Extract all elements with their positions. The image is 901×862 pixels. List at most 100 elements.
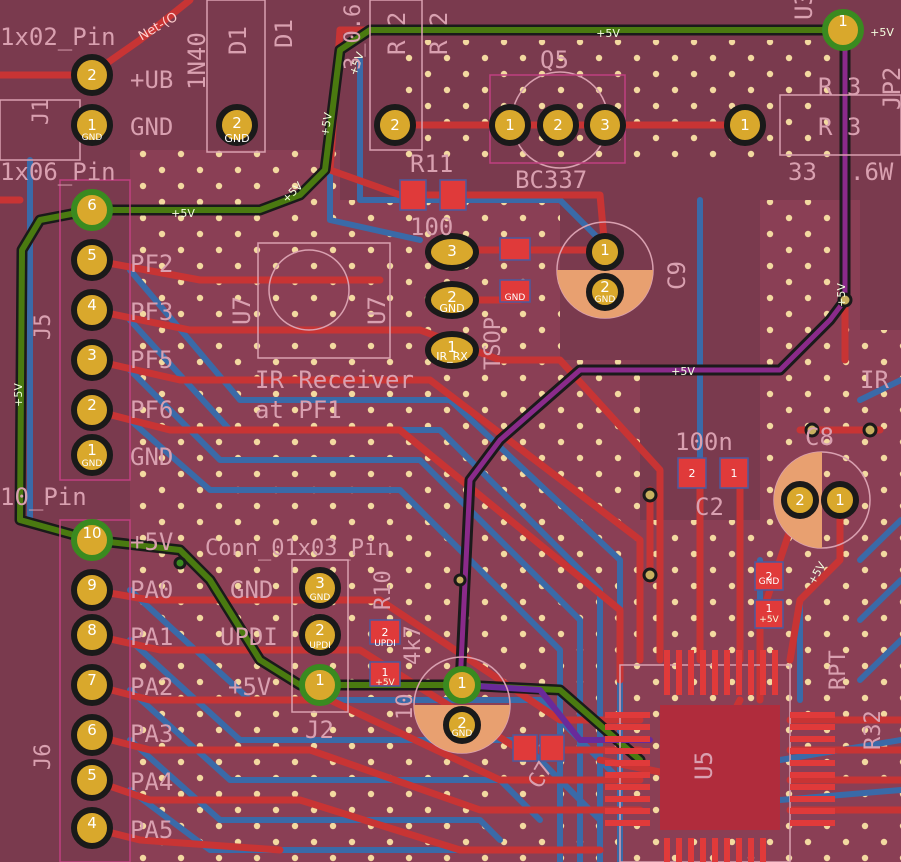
label-updi: UPDI	[220, 623, 278, 651]
label-r2-b: R 2	[425, 12, 453, 55]
label-j6-pin4: 4	[87, 814, 97, 832]
label-plus5v-b: +5V	[228, 673, 271, 701]
label-res-val-top: 3_0.6	[341, 4, 366, 70]
label-d1-a: D1	[224, 26, 252, 55]
label-res-6w: .6W	[850, 158, 894, 186]
label-r3-a: R 3	[818, 73, 861, 101]
label-r10-pin2: 2	[382, 626, 389, 639]
label-pa3: PA3	[130, 720, 173, 748]
label-val-100-a: 100	[410, 213, 453, 241]
label-r10: R10	[371, 570, 396, 610]
label-j5-pin3: 3	[87, 346, 97, 364]
label-c9-pin2: 2	[600, 278, 610, 296]
label-ir-receiver: IR Receiver	[255, 366, 414, 394]
label-tsop: TSOP	[481, 317, 506, 370]
label-d1-pin2: 2	[232, 114, 242, 132]
label-j6-pin9: 9	[87, 576, 97, 594]
label-r10-pin1: 1	[382, 666, 389, 679]
label-rpt-partial: RPT	[826, 650, 851, 690]
tht-pads	[71, 9, 864, 849]
label-gnd: GND	[224, 132, 249, 145]
smd-pads	[369, 179, 784, 762]
label-gnd: GND	[452, 729, 473, 739]
label-plus5v: +5V	[671, 365, 695, 378]
label-ir: IR	[860, 366, 889, 394]
label-j5-pin1: 1	[87, 441, 97, 459]
label-pf3: PF3	[130, 298, 173, 326]
label-updi: UPDI	[374, 639, 396, 649]
label-ir-rx: IR_RX	[436, 350, 468, 363]
label-plus5v: +5V	[835, 283, 848, 307]
label-u7-pin3: 3	[447, 242, 457, 260]
label-pa0: PA0	[130, 576, 173, 604]
label-u7-pin1: 1	[447, 338, 457, 356]
pad-numbers: 2 1 2 2 1 2 3 1 1 6 5 4 3 2 1 3 2 1 1 2 …	[82, 12, 847, 832]
label-diode-part: 1N40	[183, 32, 211, 90]
label-u5: U5	[690, 751, 718, 780]
label-u3-pin1: 1	[838, 12, 848, 30]
label-plus5v: +5V	[375, 678, 395, 688]
label-j6-pin7: 7	[87, 671, 97, 689]
label-plus5v: +5V	[596, 27, 620, 40]
label-conn-1x10-pin: 10_Pin	[0, 483, 87, 511]
label-u7-b: U7	[363, 296, 391, 325]
label-c8-pin2: 2	[795, 491, 805, 509]
label-c7-pin1: 1	[457, 674, 467, 692]
label-c7-pin2: 2	[457, 714, 467, 732]
label-u3-partial: U3	[790, 0, 818, 20]
label-bc337: BC337	[515, 166, 587, 194]
label-pa5: PA5	[130, 816, 173, 844]
label-c2-pin1: 1	[731, 467, 738, 480]
label-c9-pin1: 1	[600, 241, 610, 259]
label-c2: C2	[695, 493, 724, 521]
label-pf5: PF5	[130, 346, 173, 374]
label-pf2: PF2	[130, 250, 173, 278]
label-conn-1x06-pin: 1x06_Pin	[0, 158, 116, 186]
label-q5-pin1: 1	[505, 116, 515, 134]
label-gnd: GND	[439, 302, 464, 315]
label-gnd: GND	[82, 459, 103, 469]
label-r2-a: R 2	[383, 12, 411, 55]
label-jp2-partial: JP2	[878, 67, 901, 110]
label-q5-pin3: 3	[600, 116, 610, 134]
label-j2-pin2: 2	[315, 621, 325, 639]
label-val-100n: 100n	[675, 428, 733, 456]
label-j1-pin2: 2	[87, 66, 97, 84]
label-j6-pin6: 6	[87, 721, 97, 739]
label-val-4k7: 4k7	[401, 625, 426, 665]
label-c8smd-pin2: 2	[766, 570, 773, 583]
label-c9: C9	[663, 261, 691, 290]
label-j1: J1	[29, 99, 54, 126]
label-q5-pin2: 2	[553, 116, 563, 134]
label-gnd: GND	[595, 295, 616, 305]
label-d1-b: D1	[270, 19, 298, 48]
label-pa2: PA2	[130, 673, 173, 701]
label-gnd: GND	[759, 577, 780, 587]
label-pa1: PA1	[130, 623, 173, 651]
label-r2-pin2: 2	[390, 116, 400, 134]
label-r3-b: R 3	[818, 113, 861, 141]
label-plus5v: +5V	[171, 207, 195, 220]
label-q5: Q5	[540, 46, 569, 74]
label-plus5v: +5V	[318, 111, 335, 137]
label-pin-ub: +UB	[130, 66, 173, 94]
label-r11: R11	[410, 150, 453, 178]
label-j5-pin4: 4	[87, 296, 97, 314]
label-gnd2: GND	[130, 443, 173, 471]
label-j2: J2	[305, 716, 334, 744]
label-c2-pin2: 2	[689, 467, 696, 480]
label-res-33: 33	[788, 158, 817, 186]
label-gnd: GND	[505, 293, 526, 303]
label-c8: C8	[805, 423, 834, 451]
label-updi: UPDI	[309, 641, 331, 651]
ic-u5[interactable]: U5	[605, 650, 835, 862]
label-plus5v: +5V	[759, 615, 779, 625]
label-j6-pin8: 8	[87, 621, 97, 639]
label-j6-pin5: 5	[87, 766, 97, 784]
label-at-pf1: at PF1	[255, 396, 342, 424]
label-r32-partial: R32	[861, 710, 886, 750]
label-pf6: PF6	[130, 396, 173, 424]
label-plus5v: +5V	[870, 26, 894, 39]
label-conn-1x03-pin: Conn_01x03_Pin	[205, 536, 390, 561]
